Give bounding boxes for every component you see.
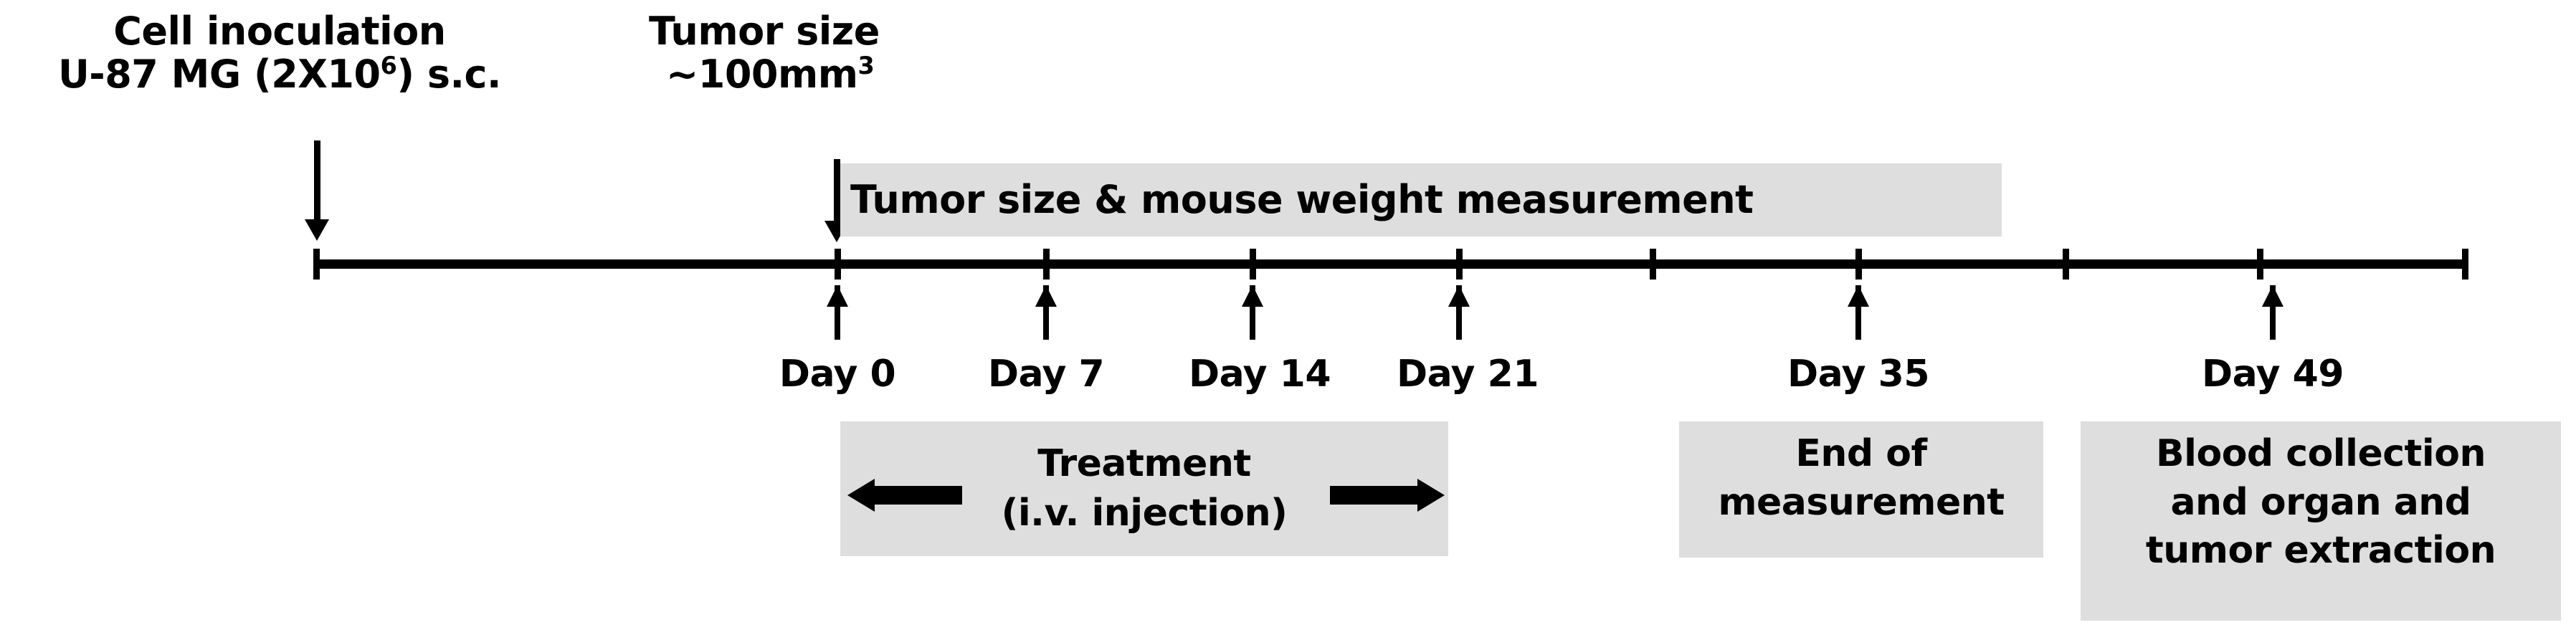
tumor-size-label: Tumor size ~100mm3 xyxy=(649,9,950,97)
tumor-size-line2: ~100mm3 xyxy=(666,52,875,97)
measurement-banner: Tumor size & mouse weight measurement xyxy=(840,163,2002,237)
day-label-14: Day 14 xyxy=(1188,353,1331,396)
axis-tick-end xyxy=(2462,249,2468,280)
tumor-size-exponent: 3 xyxy=(857,52,875,80)
treatment-line2: (i.v. injection) xyxy=(1001,492,1288,535)
day-label-49: Day 49 xyxy=(2201,353,2344,396)
cell-inoculation-line2: U-87 MG (2X106) s.c. xyxy=(57,52,502,97)
end-of-measurement-line2: measurement xyxy=(1718,480,2005,524)
cell-inoculation-exponent: 6 xyxy=(380,52,397,80)
measurement-banner-text: Tumor size & mouse weight measurement xyxy=(850,177,1754,222)
axis-tick-day-28 xyxy=(1650,249,1656,280)
treatment-left-arrow-icon xyxy=(847,479,962,512)
treatment-right-arrow-icon xyxy=(1330,479,1445,512)
treatment-line1: Treatment xyxy=(1037,442,1251,486)
day-label-0: Day 0 xyxy=(779,353,896,396)
end-of-measurement-line1: End of xyxy=(1795,432,1927,475)
axis-tick-day-7 xyxy=(1043,249,1050,280)
blood-collection-line2: and organ and xyxy=(2170,480,2471,524)
axis-tick-day-0 xyxy=(835,249,841,280)
day-label-21: Day 21 xyxy=(1396,353,1539,396)
day-label-35: Day 35 xyxy=(1787,353,1930,396)
axis-tick-day-35 xyxy=(1855,249,1862,280)
blood-collection-line3: tumor extraction xyxy=(2145,529,2496,573)
cell-inoculation-label: Cell inoculation U-87 MG (2X106) s.c. xyxy=(29,9,531,97)
timeline-axis xyxy=(313,259,2468,269)
end-of-measurement-box: End of measurement xyxy=(1679,421,2043,558)
day-label-7: Day 7 xyxy=(987,353,1105,396)
axis-tick-day-42 xyxy=(2063,249,2069,280)
axis-tick-day-14 xyxy=(1250,249,1256,280)
axis-tick-day-49 xyxy=(2257,249,2263,280)
tumor-size-line1: Tumor size xyxy=(649,9,880,54)
axis-tick-start xyxy=(313,249,320,280)
axis-tick-day-21 xyxy=(1456,249,1463,280)
blood-collection-box: Blood collection and organ and tumor ext… xyxy=(2081,421,2561,621)
blood-collection-line1: Blood collection xyxy=(2156,432,2486,475)
cell-inoculation-line1: Cell inoculation xyxy=(113,9,446,54)
